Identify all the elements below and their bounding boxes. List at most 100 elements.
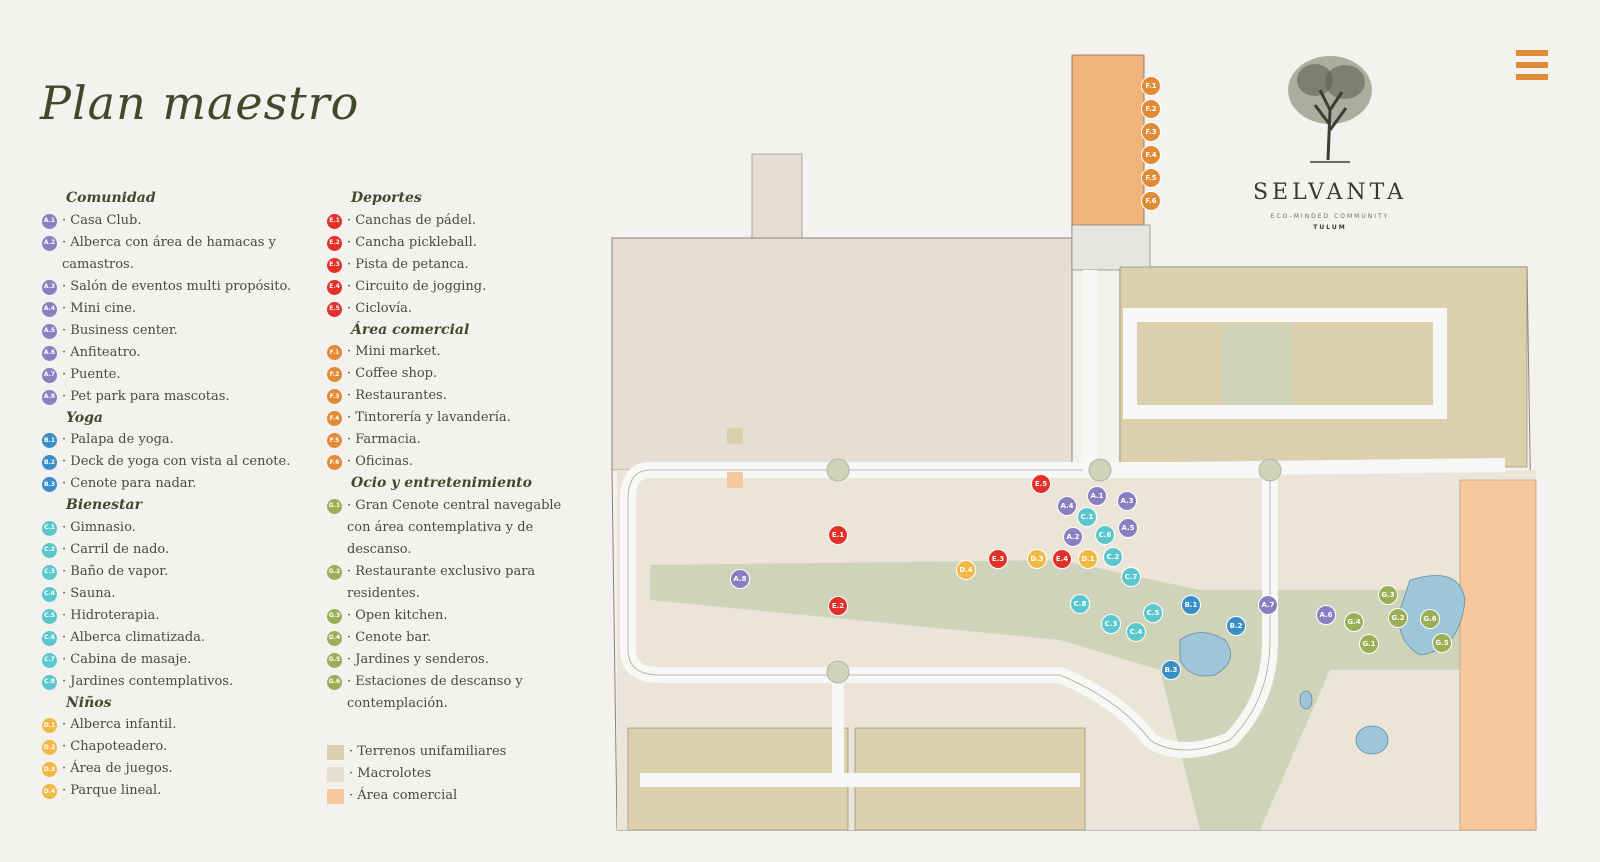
legend-label: Jardines y senderos.: [347, 649, 493, 671]
legend-item: G.3 Open kitchen.: [327, 605, 567, 627]
map-marker-g4[interactable]: G.4: [1344, 612, 1364, 632]
map-marker-a7[interactable]: A.7: [1258, 595, 1278, 615]
legend-label: Farmacia.: [347, 429, 425, 451]
commercial-plaza-top: [1071, 54, 1145, 236]
legend-badge: C.4: [42, 586, 57, 602]
lot-key-swatch: [327, 788, 344, 804]
legend-label: Circuito de jogging.: [347, 276, 490, 298]
roundabout-4: [826, 660, 850, 684]
menu-button[interactable]: [1516, 50, 1548, 84]
legend-heading-yoga: Yoga: [66, 409, 103, 426]
map-marker-f1[interactable]: F.1: [1141, 76, 1161, 96]
map-marker-g5[interactable]: G.5: [1432, 633, 1452, 653]
road-loop-edge: [627, 469, 1271, 751]
brand-city: TULUM: [1313, 224, 1347, 231]
map-marker-f2[interactable]: F.2: [1141, 99, 1161, 119]
legend-badge: F.6: [327, 455, 342, 470]
map-marker-a8[interactable]: A.8: [730, 569, 750, 589]
map-marker-f4[interactable]: F.4: [1141, 145, 1161, 165]
legend-label: Palapa de yoga.: [62, 429, 178, 451]
lot-key-label: Área comercial: [349, 785, 461, 807]
map-marker-a6[interactable]: A.6: [1316, 605, 1336, 625]
access-building: [1071, 224, 1151, 271]
map-marker-c3[interactable]: C.3: [1101, 614, 1121, 634]
map-marker-g2[interactable]: G.2: [1388, 608, 1408, 628]
map-marker-d4[interactable]: D.4: [956, 560, 976, 580]
legend-item: A.6Anfiteatro.: [42, 342, 312, 364]
cenote-small-1: [1299, 690, 1313, 710]
lot-key-label: Terrenos unifamiliares: [349, 741, 510, 763]
map-marker-c1[interactable]: C.1: [1077, 507, 1097, 527]
map-marker-c5[interactable]: C.5: [1143, 603, 1163, 623]
legend-badge: A.7: [42, 367, 57, 383]
legend-label: Tintorería y lavandería.: [347, 407, 515, 429]
legend-item: D.1 Alberca infantil.: [42, 714, 312, 736]
map-marker-e1[interactable]: E.1: [828, 525, 848, 545]
legend-item: A.2Alberca con área de hamacas y camastr…: [42, 232, 312, 276]
legend-label: Cancha pickleball.: [347, 232, 481, 254]
legend-badge: G.1: [327, 498, 342, 514]
map-marker-e5[interactable]: E.5: [1031, 474, 1051, 494]
legend-label: Puente.: [62, 364, 125, 386]
map-marker-b2[interactable]: B.2: [1226, 616, 1246, 636]
map-marker-c2[interactable]: C.2: [1103, 547, 1123, 567]
legend-badge: G.3: [327, 608, 342, 624]
legend-badge: A.4: [42, 301, 57, 317]
map-marker-c6[interactable]: C.6: [1095, 525, 1115, 545]
map-marker-e2[interactable]: E.2: [828, 596, 848, 616]
legend-item: E.2Cancha pickleball.: [327, 232, 567, 254]
legend-label: Jardines contemplativos.: [62, 671, 237, 693]
commercial-lot-small: [727, 472, 743, 488]
legend-badge: D.1: [42, 718, 57, 733]
legend-item: E.3Pista de petanca.: [327, 254, 567, 276]
legend-label: Open kitchen.: [347, 605, 452, 627]
legend-item: C.3Baño de vapor.: [42, 561, 312, 583]
map-marker-e4[interactable]: E.4: [1052, 549, 1072, 569]
legend-badge: D.4: [42, 784, 57, 799]
map-marker-g6[interactable]: G.6: [1420, 609, 1440, 629]
brand-logo: SELVANTA ECO-MINDED COMMUNITY TULUM: [1240, 50, 1420, 231]
legend-heading-deportes: Deportes: [351, 190, 422, 206]
map-marker-g1[interactable]: G.1: [1359, 634, 1379, 654]
map-marker-c8[interactable]: C.8: [1070, 594, 1090, 614]
legend-label: Canchas de pádel.: [347, 210, 480, 232]
lot-key-label: Macrolotes: [349, 763, 435, 785]
map-marker-c4[interactable]: C.4: [1126, 622, 1146, 642]
map-marker-a4[interactable]: A.4: [1057, 496, 1077, 516]
legend-label: Mini market.: [347, 341, 445, 363]
brand-name: SELVANTA: [1252, 180, 1408, 205]
legend-item: C.5Hidroterapia.: [42, 605, 312, 627]
map-marker-d1[interactable]: D.1: [1078, 549, 1098, 569]
legend-badge: G.6: [327, 674, 342, 690]
map-marker-f3[interactable]: F.3: [1141, 122, 1161, 142]
legend-badge: E.5: [327, 301, 342, 317]
map-marker-a3[interactable]: A.3: [1117, 491, 1137, 511]
legend-label: Mini cine.: [62, 298, 140, 320]
map-marker-g3[interactable]: G.3: [1378, 585, 1398, 605]
legend-item: D.4Parque lineal.: [42, 780, 312, 802]
map-marker-f6[interactable]: F.6: [1141, 191, 1161, 211]
map-marker-a1[interactable]: A.1: [1087, 486, 1107, 506]
map-marker-a2[interactable]: A.2: [1063, 527, 1083, 547]
map-marker-a5[interactable]: A.5: [1118, 518, 1138, 538]
legend-label: Alberca infantil.: [62, 714, 180, 736]
legend-heading-comunidad: Comunidad: [66, 190, 156, 206]
legend-item: E.1Canchas de pádel.: [327, 210, 567, 232]
legend-item: G.5Jardines y senderos.: [327, 649, 567, 671]
lot-key-swatch: [327, 744, 344, 760]
cenote-yoga: [1179, 632, 1232, 677]
map-marker-f5[interactable]: F.5: [1141, 168, 1161, 188]
map-marker-c7[interactable]: C.7: [1121, 567, 1141, 587]
legend-label: Cabina de masaje.: [62, 649, 195, 671]
legend-badge: A.6: [42, 345, 57, 361]
map-marker-e3[interactable]: E.3: [988, 549, 1008, 569]
legend-column-1: Comunidad A.1Casa Club.A.2Alberca con ár…: [42, 188, 312, 802]
legend-label: Cenote para nadar.: [62, 473, 200, 495]
legend-label: Hidroterapia.: [62, 605, 163, 627]
map-marker-b1[interactable]: B.1: [1181, 595, 1201, 615]
roundabout-1: [826, 458, 850, 482]
map-marker-b3[interactable]: B.3: [1161, 660, 1181, 680]
legend-label: Gimnasio.: [62, 517, 140, 539]
map-marker-d3[interactable]: D.3: [1027, 549, 1047, 569]
